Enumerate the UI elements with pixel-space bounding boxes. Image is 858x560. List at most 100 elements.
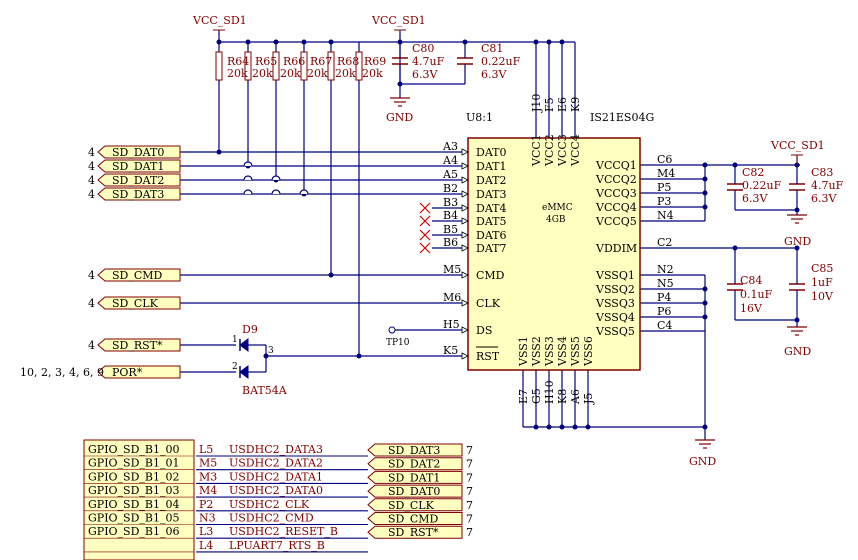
gpio-pin: L3	[199, 525, 213, 538]
pin-name-vccq1: VCCQ1	[595, 159, 637, 172]
pin-number-M5: M5	[443, 263, 461, 276]
port-out-label: SD_CLK	[388, 499, 435, 512]
pin-name-dat7: DAT7	[476, 242, 507, 255]
r66-value: 20k	[280, 67, 301, 80]
r65-value: 20k	[252, 67, 273, 80]
port-sheet-ref: 4	[88, 146, 95, 159]
vcc-symbols	[213, 29, 803, 165]
port-out	[367, 457, 463, 471]
pin-number-M6: M6	[443, 291, 461, 304]
pin-number-G5: G5	[530, 388, 543, 404]
port-sheet-ref: 10, 2, 3, 4, 6, 9	[20, 366, 104, 379]
gpio-pin: M3	[199, 470, 217, 483]
chip-part: IS21ES04G	[590, 111, 654, 124]
gpio-func: USDHC2_DATA2	[229, 457, 323, 470]
port-sd_rst-n	[97, 338, 181, 352]
gpio-func: LPUART7_RTS_B	[229, 539, 325, 552]
pin-number-A4: A4	[442, 154, 458, 167]
pin-number-C6: C6	[657, 153, 672, 166]
pin-number-J10: J10	[530, 94, 543, 113]
gpio-func: USDHC2_DATA1	[229, 470, 323, 483]
gpio-pin: L4	[199, 539, 213, 552]
pin-name-vss5: VSS5	[569, 336, 582, 367]
port-label: SD_DAT3	[112, 188, 164, 201]
gpio-name: GPIO_SD_B1_01	[88, 457, 180, 470]
port-sheet-ref: 4	[88, 188, 95, 201]
pin-number-M4: M4	[657, 167, 675, 180]
port-out-label: SD_DAT2	[388, 458, 440, 471]
pin-number-E6: E6	[556, 97, 569, 112]
pin-arrow	[461, 148, 469, 156]
port-label: POR*	[112, 366, 143, 379]
vcc-left-label: VCC_SD1	[192, 14, 247, 27]
gpio-func: USDHC2_DATA0	[229, 484, 323, 497]
pin-name-vssq5: VSSQ5	[595, 325, 635, 338]
pin-number-B6: B6	[443, 236, 458, 249]
gpio-pin: M4	[199, 484, 217, 497]
pin-number-P4: P4	[657, 291, 671, 304]
port-out-label: SD_RST*	[388, 526, 439, 539]
port-out-sheet: 7	[466, 499, 473, 512]
pin-name-vss1: VSS1	[517, 336, 530, 367]
pin-name-dat0: DAT0	[476, 146, 507, 159]
pin-number-A6: A6	[569, 389, 582, 405]
pin-number-B5: B5	[443, 223, 458, 236]
pin-number-N2: N2	[657, 263, 674, 276]
c82-voltage: 6.3V	[742, 192, 768, 205]
r67-value: 20k	[307, 67, 328, 80]
gpio-name: GPIO_SD_B1_02	[88, 470, 180, 483]
pin-number-P6: P6	[657, 305, 671, 318]
vcc-mid-label: VCC_SD1	[371, 14, 426, 27]
pin-arrow	[461, 271, 469, 279]
pin-arrow	[461, 204, 469, 212]
pin-number-A5: A5	[442, 168, 458, 181]
pin-name-vccq3: VCCQ3	[595, 187, 637, 200]
port-sheet-ref: 4	[88, 269, 95, 282]
ground-symbols	[390, 97, 807, 449]
port-out-label: SD_DAT3	[388, 444, 440, 457]
vcc-right-label: VCC_SD1	[770, 139, 825, 152]
gpio-pin: L5	[199, 443, 213, 456]
pin-name-dat1: DAT1	[476, 160, 507, 173]
pin-number-C2: C2	[657, 236, 672, 249]
c81-name: C81	[481, 42, 503, 55]
port-out-sheet: 7	[466, 458, 473, 471]
pin-arrow	[461, 244, 469, 252]
pin-arrow	[461, 352, 469, 360]
diode-pin3: 3	[268, 346, 274, 356]
r68-name: R68	[337, 55, 359, 68]
c83-value: 4.7uF	[811, 179, 844, 192]
port-out-sheet: 7	[466, 485, 473, 498]
port-out-sheet: 7	[466, 471, 473, 484]
wires	[180, 30, 800, 440]
port-sheet-ref: 4	[88, 174, 95, 187]
port-out-sheet: 7	[466, 526, 473, 539]
c83-name: C83	[811, 166, 833, 179]
r69-name: R69	[364, 55, 386, 68]
table-lines	[83, 439, 195, 560]
pin-arrow	[461, 190, 469, 198]
port-sd_dat3	[97, 187, 181, 201]
chip-type: eMMC	[542, 203, 573, 213]
port-out-sheet: 7	[466, 513, 473, 526]
port-sd_dat0	[97, 145, 181, 159]
port-label: SD_DAT0	[112, 146, 164, 159]
r66-name: R66	[283, 55, 305, 68]
c82-name: C82	[742, 166, 764, 179]
c85-voltage: 10V	[811, 290, 834, 303]
pin-arrow	[461, 162, 469, 170]
no-connect-marks	[419, 202, 431, 254]
pin-arrow	[461, 326, 469, 334]
port-out	[367, 512, 463, 525]
pin-name-clk: CLK	[476, 297, 501, 310]
pin-number-H10: H10	[543, 380, 556, 404]
diode-part: BAT54A	[242, 384, 288, 397]
port-out	[367, 525, 463, 539]
diode-name: D9	[242, 323, 258, 336]
gpio-pin: P2	[199, 498, 213, 511]
c80-name: C80	[412, 42, 434, 55]
port-out-sheet: 7	[466, 444, 473, 457]
pin-number-B3: B3	[443, 196, 458, 209]
r64-name: R64	[227, 55, 249, 68]
